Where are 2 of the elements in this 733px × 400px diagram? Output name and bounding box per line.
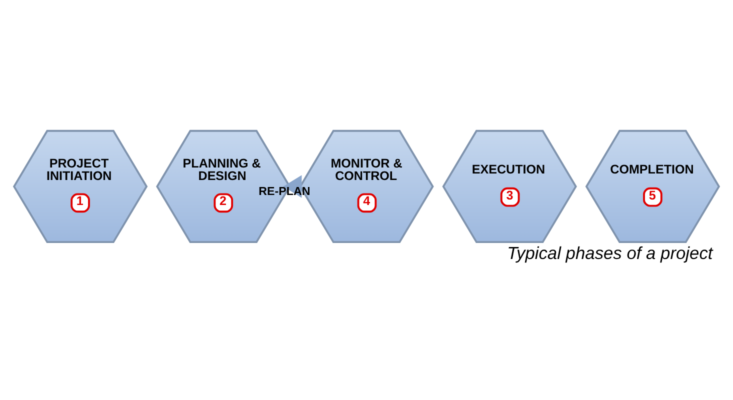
- edge-label: RE-PLAN: [258, 184, 310, 198]
- caption: Typical phases of a project: [507, 242, 713, 263]
